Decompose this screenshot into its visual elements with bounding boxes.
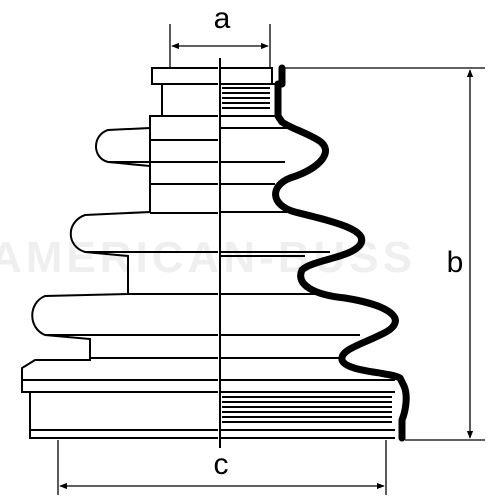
bellows-wall-section	[272, 64, 410, 442]
boot-section-right	[220, 67, 395, 439]
boot-outline-left	[21, 67, 218, 439]
dimension-c	[57, 440, 387, 495]
dimension-a-label: a	[214, 2, 231, 35]
dimension-c-label: c	[214, 448, 229, 481]
dimension-b-label: b	[447, 246, 464, 279]
dimension-b	[285, 67, 485, 441]
dimension-a	[169, 24, 271, 68]
watermark-logo: AMERICAN-BUSS	[0, 233, 416, 282]
